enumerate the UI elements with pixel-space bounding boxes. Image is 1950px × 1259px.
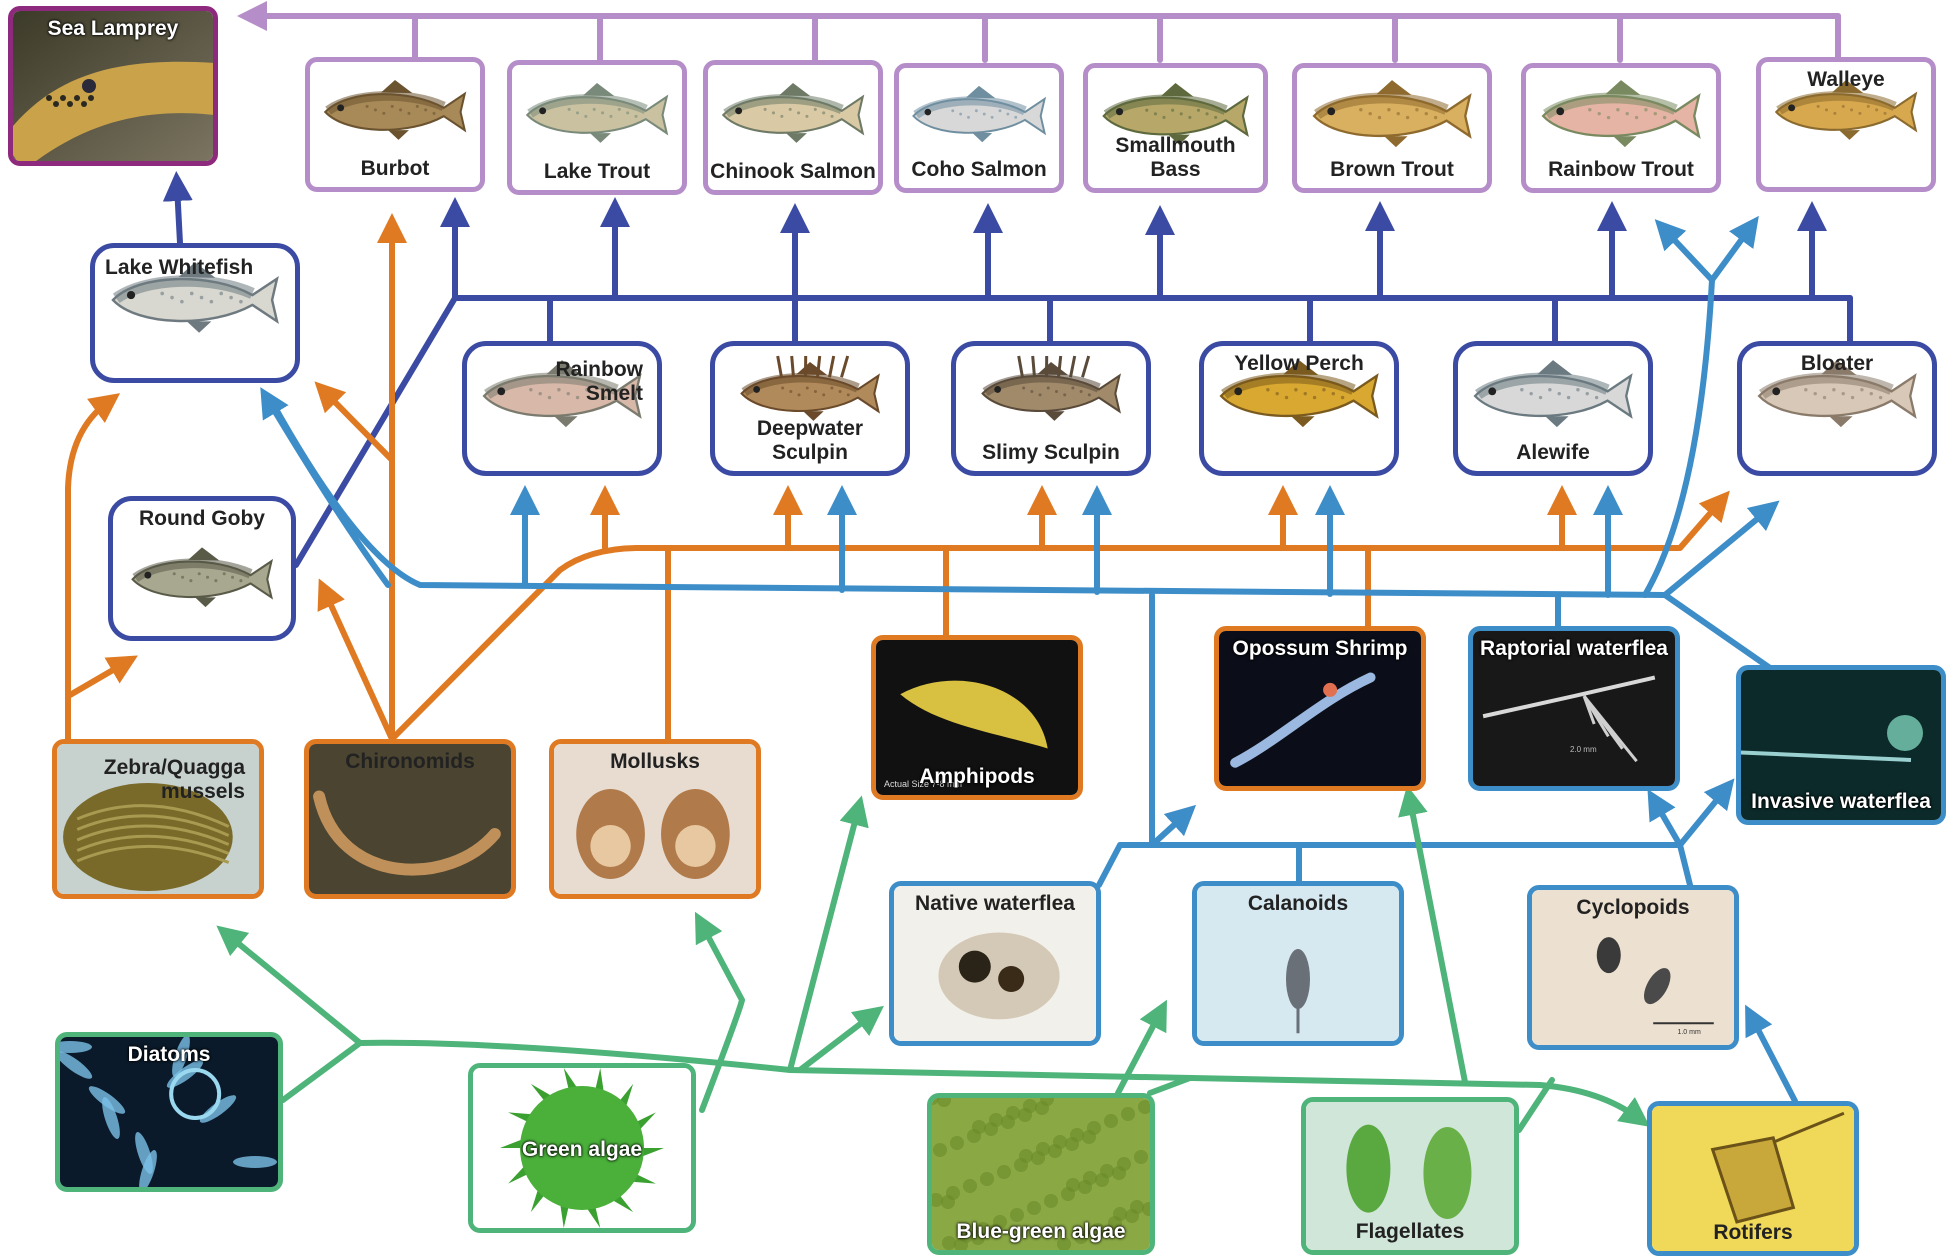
mussel-to-goby-arrow — [70, 663, 125, 695]
yellow-perch-node: Yellow Perch — [1199, 341, 1399, 476]
diatoms-node: Diatoms — [55, 1032, 283, 1192]
cyclopoid-scale-text: 1.0 mm — [1677, 1029, 1701, 1036]
flagellates-label: Flagellates — [1306, 1220, 1514, 1244]
brown-trout-node: Brown Trout — [1292, 63, 1492, 193]
rainbow-smelt-label: Rainbow Smelt — [556, 358, 644, 406]
chironomid-to-goby-arrow — [325, 592, 392, 739]
invasive-waterflea-label: Invasive waterflea — [1741, 790, 1941, 814]
slimy-sculpin-node: Slimy Sculpin — [951, 341, 1151, 476]
yellow-perch-label: Yellow Perch — [1204, 352, 1394, 376]
smallmouth-bass-label: Smallmouth Bass — [1088, 134, 1263, 182]
deepwater-sculpin-node: Deepwater Sculpin — [710, 341, 910, 476]
chinook-salmon-label: Chinook Salmon — [708, 160, 878, 184]
slimy-sculpin-label: Slimy Sculpin — [956, 441, 1146, 465]
sea-lamprey-node: Sea Lamprey — [8, 6, 218, 166]
calanoids-node: Calanoids — [1192, 881, 1404, 1046]
rotifers-node: Rotifers — [1647, 1101, 1859, 1256]
zebra-quagga-mussels-label: Zebra/Quagga mussels — [104, 756, 245, 804]
zebra-quagga-mussels-node: Zebra/Quagga mussels — [52, 739, 264, 899]
blue-green-algae-label: Blue-green algae — [932, 1220, 1150, 1244]
zoo-to-bloater-arrow — [1665, 510, 1768, 595]
chinook-salmon-node: Chinook Salmon — [703, 60, 883, 195]
zoo-lower-bus — [1099, 845, 1690, 885]
green-algae-label: Green algae — [473, 1138, 691, 1162]
rotifer-to-cyclopoid-arrow — [1752, 1018, 1795, 1101]
rainbow-trout-label: Rainbow Trout — [1526, 158, 1716, 182]
mussel-to-whitefish-arrow — [68, 402, 108, 739]
native-waterflea-label: Native waterflea — [894, 892, 1096, 916]
burbot-label: Burbot — [310, 157, 480, 181]
coho-salmon-label: Coho Salmon — [899, 158, 1059, 182]
deepwater-sculpin-label: Deepwater Sculpin — [715, 417, 905, 465]
smallmouth-bass-node: Smallmouth Bass — [1083, 63, 1268, 193]
mollusks-label: Mollusks — [554, 750, 756, 774]
coho-salmon-node: Coho Salmon — [894, 63, 1064, 193]
zoo-to-walleye-arrow — [1712, 228, 1750, 280]
round-goby-label: Round Goby — [113, 507, 291, 531]
zoo-to-rainbow-trout-arrow — [1665, 230, 1712, 280]
invasive-waterflea-node: Invasive waterflea — [1736, 665, 1946, 825]
phyto-to-mussel-arrow — [228, 935, 360, 1043]
zoo-to-shrimp-arrow — [1152, 595, 1185, 845]
rainbow-trout-node: Rainbow Trout — [1521, 63, 1721, 193]
mollusks-node: Mollusks — [549, 739, 761, 899]
green-algae-node: Green algae — [468, 1063, 696, 1233]
bloater-label: Bloater — [1742, 352, 1932, 376]
bloater-node: Bloater — [1737, 341, 1937, 476]
opossum-shrimp-label: Opossum Shrimp — [1219, 637, 1421, 661]
goby-to-bus — [296, 298, 455, 565]
calanoids-label: Calanoids — [1197, 892, 1399, 916]
raptorial-waterflea-label: Raptorial waterflea — [1473, 637, 1675, 661]
cyclopoids-label: Cyclopoids — [1532, 896, 1734, 920]
cyclopoids-node: 1.0 mm Cyclopoids — [1527, 885, 1739, 1050]
walleye-node: Walleye — [1756, 57, 1936, 192]
raptorial-scale-text: 2.0 mm — [1570, 745, 1597, 754]
alewife-label: Alewife — [1458, 441, 1648, 465]
brown-trout-label: Brown Trout — [1297, 158, 1487, 182]
opossum-shrimp-node: Opossum Shrimp — [1214, 626, 1426, 791]
rotifers-label: Rotifers — [1652, 1221, 1854, 1245]
chironomids-label: Chironomids — [309, 750, 511, 774]
phyto-to-mollusk-arrow — [702, 925, 742, 1110]
raptorial-waterflea-node: 2.0 mm Raptorial waterflea — [1468, 626, 1680, 791]
flagellates-node: Flagellates — [1301, 1097, 1519, 1255]
diatoms-label: Diatoms — [60, 1043, 278, 1067]
alewife-node: Alewife — [1453, 341, 1653, 476]
lake-whitefish-label: Lake Whitefish — [105, 256, 253, 280]
whitefish-to-lamprey-arrow — [177, 186, 180, 243]
lake-trout-label: Lake Trout — [512, 160, 682, 184]
sea-lamprey-label: Sea Lamprey — [13, 17, 213, 41]
lake-whitefish-node: Lake Whitefish — [90, 243, 300, 383]
burbot-node: Burbot — [305, 57, 485, 192]
phyto-to-native-arrow — [800, 1015, 872, 1070]
cyclopoid-to-invasive-arrow — [1680, 790, 1725, 845]
walleye-label: Walleye — [1761, 68, 1931, 92]
native-waterflea-node: Native waterflea — [889, 881, 1101, 1046]
round-goby-node: Round Goby — [108, 496, 296, 641]
chironomids-node: Chironomids — [304, 739, 516, 899]
phyto-to-calanoid-arrow — [1118, 1013, 1160, 1093]
amphipods-label: Amphipods — [876, 765, 1078, 789]
cyclopoid-to-raptorial-arrow — [1655, 802, 1680, 845]
lake-trout-node: Lake Trout — [507, 60, 687, 195]
rainbow-smelt-node: Rainbow Smelt — [462, 341, 662, 476]
blue-green-algae-node: Blue-green algae — [927, 1093, 1155, 1255]
